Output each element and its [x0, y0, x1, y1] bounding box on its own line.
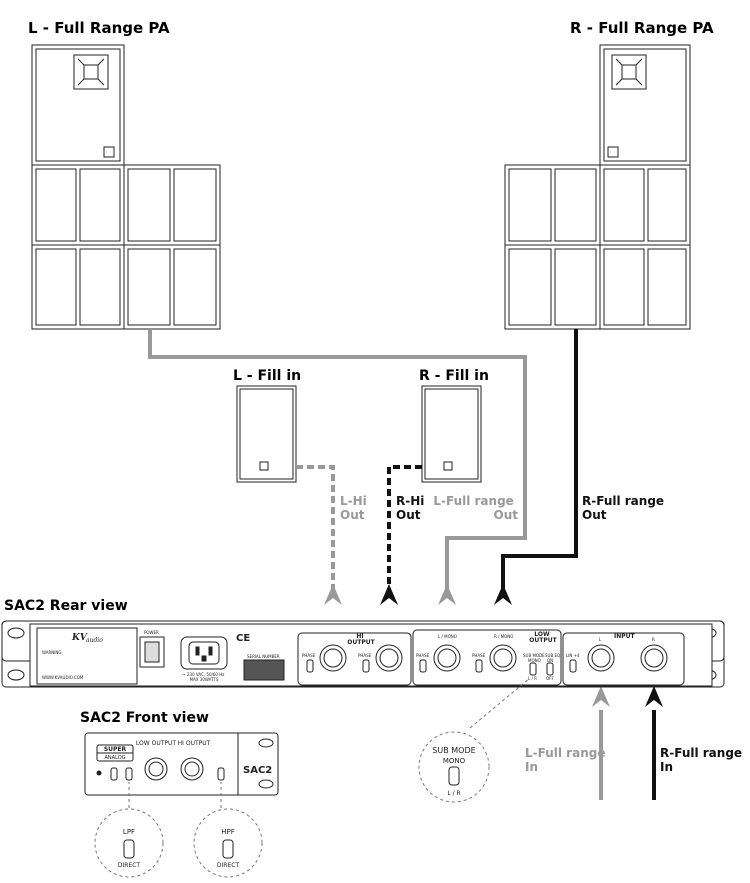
hpf-switch[interactable] [217, 767, 225, 781]
left-pa-top-cabinet [31, 44, 125, 166]
ac-rating: ~ 230 VAC, 50/60 Hz MAX 30WATTS [182, 672, 225, 682]
arrow-left-input [592, 686, 610, 707]
phase-switch[interactable] [475, 659, 483, 673]
brand-logo: KV [71, 633, 88, 643]
arrow-right-full-range [494, 584, 512, 605]
phase-label: PHASE [416, 653, 430, 658]
led-indicator [96, 770, 102, 776]
rear-panel [1, 620, 725, 688]
lpf-switch[interactable] [125, 767, 133, 781]
input-label: INPUT [614, 633, 636, 640]
sub-mode-callout-lr: L / R [447, 790, 460, 797]
rack-hole [7, 627, 25, 639]
right-pa-title: R - Full Range PA [570, 19, 714, 37]
phase-switch[interactable] [362, 659, 370, 673]
badge-bottom: ANALOG [105, 755, 126, 761]
arrow-left-full-range [438, 584, 456, 605]
low-output-label: LOW OUTPUT [529, 631, 557, 644]
input-l-label: L [599, 637, 602, 642]
info-plate [36, 627, 138, 685]
left-pa-stack [31, 44, 221, 330]
front-panel [84, 732, 279, 796]
phase-label: PHASE [472, 653, 486, 658]
off-label: OFF [546, 676, 554, 681]
arrow-left-hi [324, 584, 342, 605]
on-label: ON [547, 658, 553, 663]
hi-output-label: HI OUTPUT [347, 633, 375, 646]
hpf-callout-direct: DIRECT [217, 862, 240, 869]
front-view-title: SAC2 Front view [80, 710, 209, 726]
sub-mode-callout-title: SUB MODE [432, 746, 475, 755]
lr-label: L / R [528, 676, 537, 681]
cable-right-hi [387, 465, 422, 592]
lpf-callout-switch[interactable] [123, 839, 135, 859]
badge-top: SUPER [104, 746, 127, 753]
label-r-full-out: R-Full range Out [582, 494, 668, 522]
right-pa-stack [504, 44, 691, 330]
sub-mode-leader [469, 677, 531, 729]
serial-label: SERIAL NUMBER [247, 654, 280, 659]
low-output-section [412, 629, 562, 686]
right-fill-speaker [421, 385, 482, 483]
line-label: LIN +4 [566, 653, 580, 658]
sub-mode-callout-mono: MONO [443, 757, 466, 765]
warning-text: WARNING [42, 650, 62, 655]
left-fill-speaker [236, 385, 297, 483]
rack-hole [7, 669, 25, 681]
rack-hole [258, 738, 274, 748]
rack-hole [258, 779, 274, 789]
mono-label: MONO [528, 658, 541, 663]
right-sub-row-2 [504, 244, 691, 330]
sub-eq-switch[interactable] [546, 662, 554, 676]
r-mono-label: R / MONO [494, 634, 513, 639]
website-text: WWW.KVAUDIO.COM [42, 675, 84, 680]
right-sub-row-1 [504, 164, 691, 246]
ce-mark: CE [236, 633, 250, 644]
left-pa-title: L - Full Range PA [28, 19, 170, 37]
label-l-full-out: L-Full range Out [433, 494, 518, 522]
phase-switch[interactable] [419, 659, 427, 673]
front-hi-output-label: HI OUTPUT [178, 740, 211, 747]
lpf-callout-direct: DIRECT [118, 862, 141, 869]
label-l-hi-out: L-Hi Out [340, 494, 371, 522]
arrow-right-hi [380, 584, 398, 605]
sub-eq-label: SUB EQ [545, 653, 560, 658]
level-switch[interactable] [569, 659, 577, 673]
phase-label: PHASE [358, 653, 372, 658]
front-low-output-label: LOW OUTPUT [136, 740, 176, 747]
arrow-right-input [645, 686, 663, 707]
label-r-hi-out: R-Hi Out [396, 494, 429, 522]
sub-mode-switch[interactable] [529, 662, 537, 676]
input-r-label: R [652, 637, 655, 642]
label-r-full-in: R-Full range In [660, 746, 746, 774]
left-fill-title: L - Fill in [233, 368, 301, 384]
right-fill-title: R - Fill in [419, 368, 489, 384]
rear-view-title: SAC2 Rear view [4, 598, 128, 614]
phase-label: PHASE [302, 653, 316, 658]
hi-output-section [297, 632, 412, 686]
lpf-callout-title: LPF [123, 828, 135, 836]
power-label: POWER [144, 630, 159, 635]
right-pa-top-cabinet [599, 44, 691, 166]
cable-left-full-range [148, 329, 527, 588]
sub-mode-callout-switch[interactable] [448, 766, 460, 786]
front-model-label: SAC2 [243, 765, 272, 776]
label-l-full-in: L-Full range In [525, 746, 610, 774]
brand-logo-sub: audio [86, 637, 103, 644]
serial-number-plate [243, 659, 285, 681]
l-mono-label: L / MONO [438, 634, 457, 639]
left-sub-row-1 [31, 164, 221, 246]
hpf-callout-title: HPF [221, 828, 235, 836]
cable-right-full-range [501, 329, 578, 588]
cable-left-hi [296, 465, 335, 592]
phase-switch[interactable] [306, 659, 314, 673]
front-switch[interactable] [110, 767, 118, 781]
left-sub-row-2 [31, 244, 221, 330]
hpf-callout-switch[interactable] [222, 839, 234, 859]
sub-mode-label: SUB MODE [523, 653, 545, 658]
